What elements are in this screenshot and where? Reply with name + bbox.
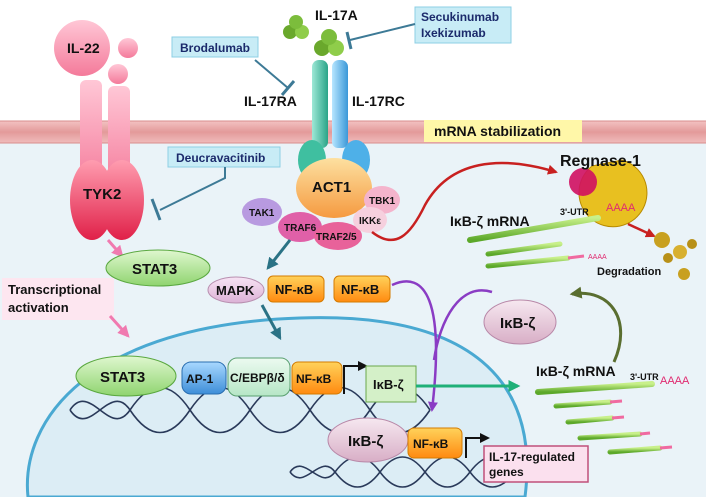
nfkb-cytoplasm-1 <box>267 275 325 303</box>
il17ra-label: IL-17RA <box>244 93 297 109</box>
il22-ligand-small-2 <box>108 64 128 84</box>
transcriptional-label-line2: activation <box>8 300 69 315</box>
regnase1-label: Regnase-1 <box>560 153 641 170</box>
traf25-label: TRAF2/5 <box>316 232 357 243</box>
regnase1-core <box>569 168 597 196</box>
il17a-ligand <box>283 15 344 56</box>
nfkb-cytoplasm-1-label: NF-κB <box>275 282 313 297</box>
tyk2-label: TYK2 <box>83 186 121 203</box>
stat3-cytoplasm-label: STAT3 <box>132 261 177 278</box>
aaaa-bottom-label: AAAA <box>660 375 690 387</box>
nfkb-cytoplasm-2-label: NF-κB <box>341 282 379 297</box>
promoter-arrow-2-icon <box>465 433 490 458</box>
ikbz-gene-label: IκB-ζ <box>373 377 404 392</box>
tbk1 <box>364 186 400 214</box>
deucravacitinib-inhibition <box>159 167 226 211</box>
degradation-label: Degradation <box>597 266 661 278</box>
stat3-nucleus <box>75 355 177 397</box>
act1-to-mapk-arrow <box>266 239 292 270</box>
tyk2-shape-right <box>100 160 144 240</box>
cebp <box>227 357 291 397</box>
nfkb-nucleus-2-label: NF-κB <box>413 437 449 451</box>
brodalumab-label: Brodalumab <box>180 41 250 55</box>
mapk <box>207 276 265 304</box>
il22-ligand <box>54 20 110 76</box>
act1 <box>296 158 372 218</box>
ikbz-mrna-top-label: IκB-ζ mRNA <box>450 213 530 229</box>
il17rc-receptor-lower <box>332 120 348 148</box>
ikke <box>353 207 387 233</box>
degradation-arrow <box>627 222 656 238</box>
ikbz-mrna-top-strands <box>467 215 601 269</box>
nfkb-nucleus-1 <box>291 361 343 395</box>
aaaa-small-label: AAAA <box>588 254 607 261</box>
nfkb-to-nucleus-arrow <box>260 304 282 341</box>
brodalumab-t-bar <box>280 80 296 96</box>
mrna-to-ikbz-olive-arrow <box>569 286 623 363</box>
act1-label: ACT1 <box>312 179 351 196</box>
ap1 <box>181 361 227 395</box>
ikke-label: IKKε <box>359 216 381 227</box>
ikbz-mrna-bottom-strands <box>535 381 673 455</box>
deucravacitinib-t-bar <box>150 198 162 221</box>
dna-helix-1-icon <box>69 386 431 434</box>
cell-membrane <box>0 120 706 144</box>
utr-bottom-label: 3'-UTR <box>630 372 659 382</box>
tbk1-label: TBK1 <box>369 196 396 207</box>
nfkb-nucleus-2 <box>407 427 463 459</box>
stat3-cytoplasm <box>105 249 211 287</box>
cebp-label: C/EBPβ/δ <box>230 371 285 385</box>
tyk2-to-stat3-arrow <box>106 239 124 258</box>
ap1-label: AP-1 <box>186 372 214 386</box>
aaaa-top-label: AAAA <box>606 202 636 214</box>
brodalumab-box <box>171 36 259 58</box>
promoter-arrow-1-icon <box>343 361 368 394</box>
nfkb-cytoplasm-2 <box>333 275 391 303</box>
secukinumab-inhibition <box>349 23 416 41</box>
degradation-fragments-icon <box>654 232 697 280</box>
act1-complex <box>242 140 400 250</box>
mrna-stabilization-box <box>424 120 582 142</box>
il17ra-receptor <box>312 60 328 140</box>
stat3-nucleus-label: STAT3 <box>100 369 145 386</box>
secukinumab-t-bar <box>345 31 353 50</box>
il17-regulated-genes-box <box>483 445 589 483</box>
nfkb-to-nucleus-purple-arrow <box>391 280 438 412</box>
ikbz-cytoplasm-label: IκB-ζ <box>500 315 535 332</box>
brodalumab-inhibition <box>254 59 289 89</box>
dna-helix-2-icon <box>289 456 516 488</box>
ixekizumab-label: Ixekizumab <box>421 26 486 40</box>
ikbz-nucleus-label: IκB-ζ <box>348 433 383 450</box>
traf6-label: TRAF6 <box>284 223 317 234</box>
tak1-label: TAK1 <box>249 208 275 219</box>
il17a-label: IL-17A <box>315 7 358 23</box>
ikbz-gene-box <box>365 365 417 403</box>
nfkb-nucleus-1-label: NF-κB <box>296 372 332 386</box>
transcriptional-activation-callout: Transcriptional activation <box>2 278 114 320</box>
traf6 <box>278 212 322 242</box>
il17-genes-line1: IL-17-regulated <box>489 450 575 464</box>
ikbz-to-nucleus-purple-arrow <box>432 289 493 361</box>
deucravacitinib-label: Deucravacitinib <box>176 151 265 165</box>
il22-receptor-complex <box>54 20 144 240</box>
il17-genes-line2: genes <box>489 465 524 479</box>
il17rc-receptor <box>332 60 348 140</box>
il22-label: IL-22 <box>67 40 100 56</box>
tak1 <box>242 198 282 226</box>
mrna-stabilization-label: mRNA stabilization <box>434 123 561 139</box>
ikke-to-regnase-arrow <box>371 161 558 242</box>
traf25 <box>314 222 362 250</box>
transcriptional-label-line1: Transcriptional <box>8 282 101 297</box>
utr-top-label: 3'-UTR <box>560 207 589 217</box>
secukinumab-ixekizumab-box <box>414 6 512 44</box>
secukinumab-label: Secukinumab <box>421 10 499 24</box>
transcriptional-arrow <box>108 314 130 338</box>
ikbz-mrna-bottom-label: IκB-ζ mRNA <box>536 363 616 379</box>
il22-ligand-small <box>118 38 138 58</box>
mapk-label: MAPK <box>216 283 255 298</box>
ikbz-cytoplasm <box>483 299 557 345</box>
il17rc-label: IL-17RC <box>352 93 405 109</box>
